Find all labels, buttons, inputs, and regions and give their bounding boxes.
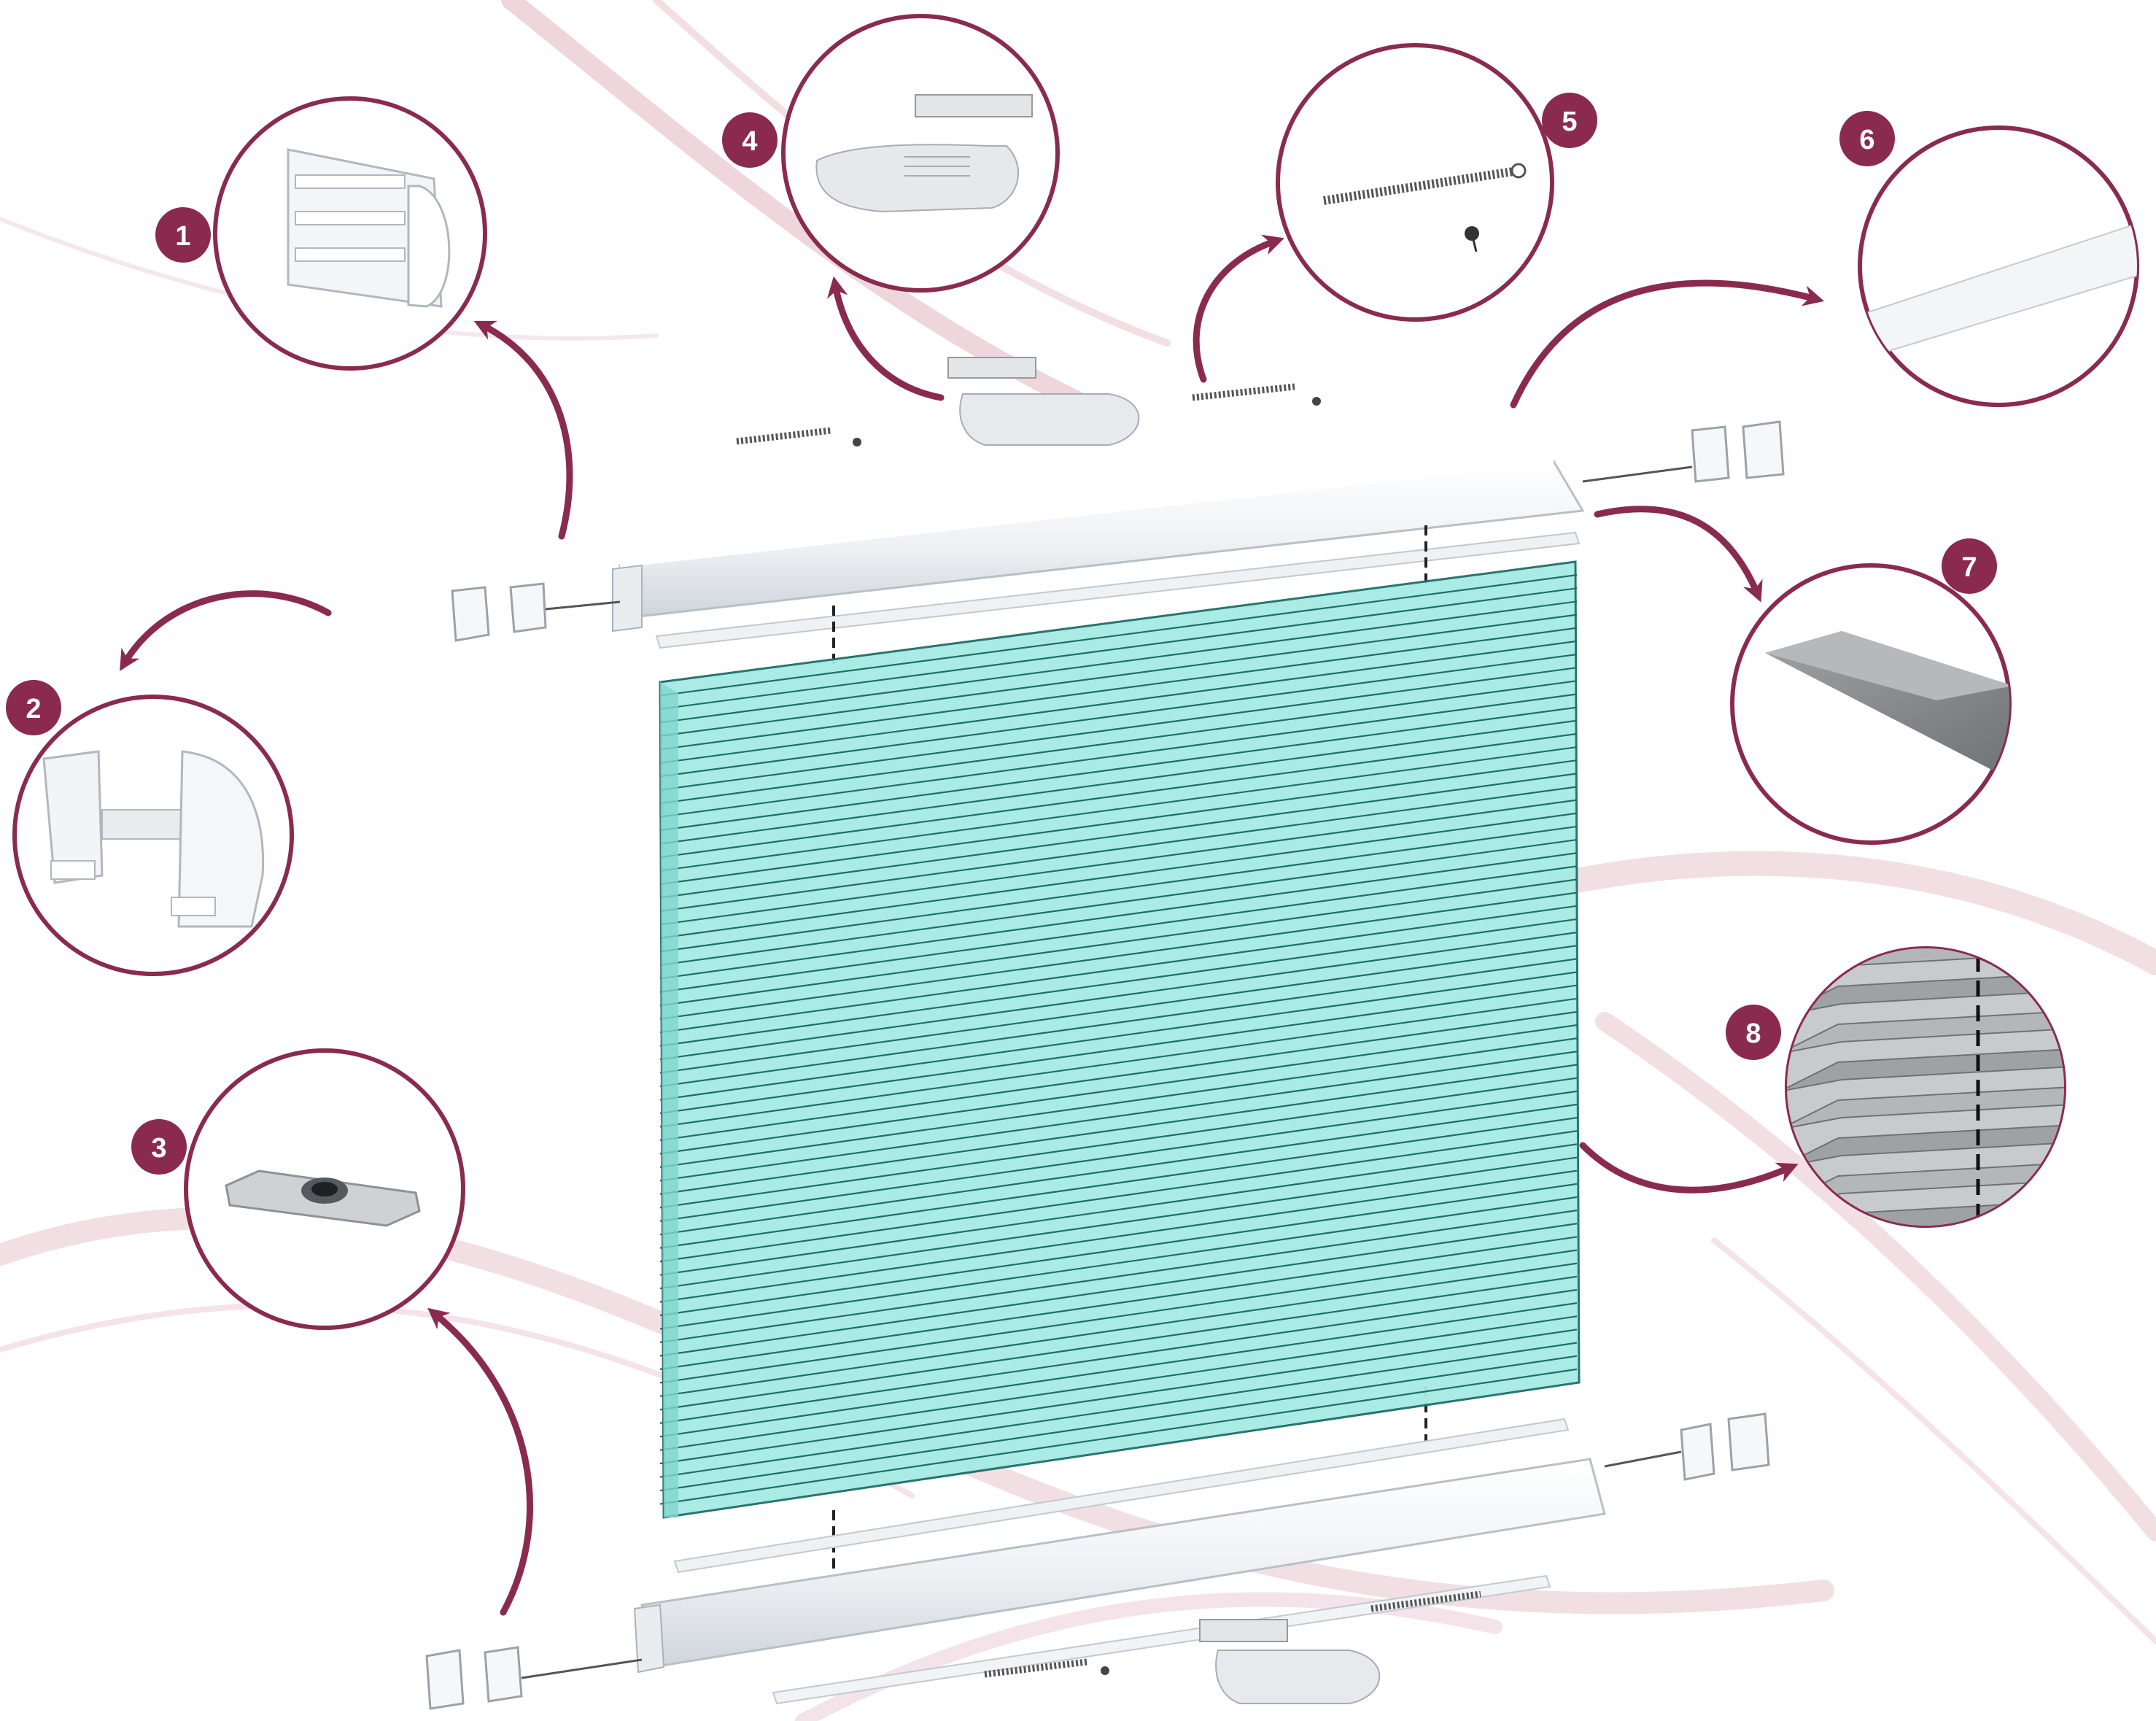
arrow-to-callout-6 <box>1513 283 1816 405</box>
badge-3: 3 <box>131 1119 187 1175</box>
callout-2 <box>15 697 292 974</box>
top-right-bracket <box>1583 422 1783 482</box>
arrow-to-callout-1 <box>481 325 570 536</box>
badge-6: 6 <box>1839 111 1895 166</box>
arrow-to-callout-3 <box>434 1313 530 1612</box>
badge-7: 7 <box>1942 538 1997 594</box>
callout-1 <box>215 98 485 368</box>
badge-7-label: 7 <box>1961 552 1977 583</box>
badge-1: 1 <box>155 207 211 263</box>
arrow-to-callout-8 <box>1583 1145 1791 1190</box>
loose-spring-top-right <box>1193 387 1321 406</box>
badge-8-label: 8 <box>1745 1018 1761 1049</box>
badge-2-label: 2 <box>26 694 41 724</box>
bottom-left-bracket <box>427 1647 642 1709</box>
badge-5-label: 5 <box>1562 107 1577 137</box>
arrow-to-callout-5 <box>1196 241 1276 379</box>
callout-5 <box>1278 45 1552 320</box>
arrow-to-callout-7 <box>1597 509 1758 595</box>
badge-5: 5 <box>1542 93 1597 148</box>
loose-clamp-bottom <box>1200 1620 1379 1703</box>
callout-3 <box>186 1051 463 1328</box>
badge-4-label: 4 <box>742 126 757 157</box>
callout-6 <box>1860 128 2144 405</box>
badge-1-label: 1 <box>175 221 190 252</box>
loose-clamp-top <box>948 357 1139 445</box>
top-left-bracket <box>452 584 620 641</box>
callout-7 <box>1732 565 2013 843</box>
badge-3-label: 3 <box>151 1133 166 1164</box>
arrow-to-callout-2 <box>124 594 328 664</box>
badge-2: 2 <box>6 680 61 735</box>
bottom-right-bracket <box>1605 1414 1769 1480</box>
badge-4: 4 <box>722 112 778 168</box>
badge-8: 8 <box>1726 1005 1781 1060</box>
loose-spring-top-left <box>737 430 861 446</box>
pleated-fabric-panel <box>660 562 1579 1517</box>
badge-6-label: 6 <box>1859 125 1874 155</box>
callout-4 <box>783 16 1058 290</box>
